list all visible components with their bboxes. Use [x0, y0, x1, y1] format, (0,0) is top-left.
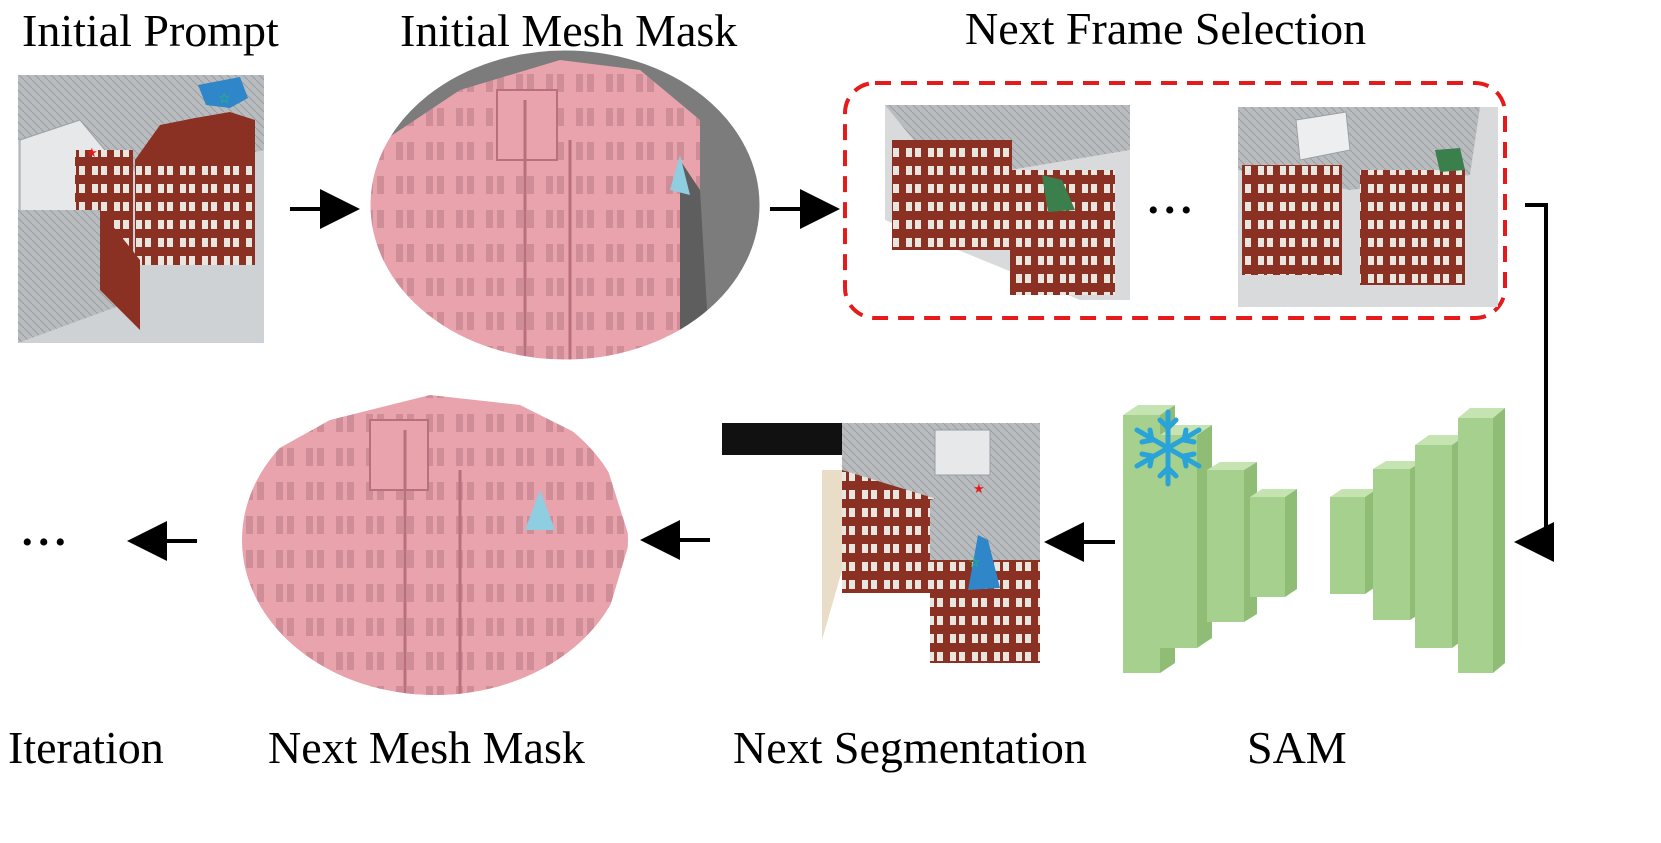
green-star-icon: ☆: [968, 556, 981, 571]
selected-frame-2: [1238, 107, 1498, 307]
initial-prompt-label: Initial Prompt: [22, 5, 279, 56]
snowflake-icon: [1134, 409, 1202, 487]
red-star-icon: ★: [86, 145, 98, 160]
sam-encoder: [1123, 405, 1297, 673]
next-frame-selection-label: Next Frame Selection: [965, 3, 1367, 54]
red-star-icon: ★: [973, 481, 985, 496]
frame-selection-box: [843, 81, 1507, 320]
frames-ellipsis: •••: [1148, 194, 1198, 227]
initial-mesh-mask-label: Initial Mesh Mask: [400, 5, 738, 56]
green-star-icon: ☆: [218, 92, 231, 107]
next-mesh-mask-label: Next Mesh Mask: [268, 722, 585, 773]
next-segmentation-label: Next Segmentation: [733, 722, 1087, 773]
iteration-label: Iteration: [8, 722, 164, 773]
sam-decoder: [1330, 408, 1505, 673]
initial-prompt-image: ☆ ★: [18, 75, 264, 343]
initial-mesh-mask-image: [370, 50, 760, 360]
next-segmentation-image: ☆ ★: [722, 423, 1040, 663]
next-mesh-mask-image: [242, 385, 628, 695]
arrow-icon: [127, 189, 1554, 562]
iteration-ellipsis: •••: [22, 526, 72, 559]
selected-frame-1: [885, 105, 1130, 300]
sam-label: SAM: [1247, 722, 1347, 773]
